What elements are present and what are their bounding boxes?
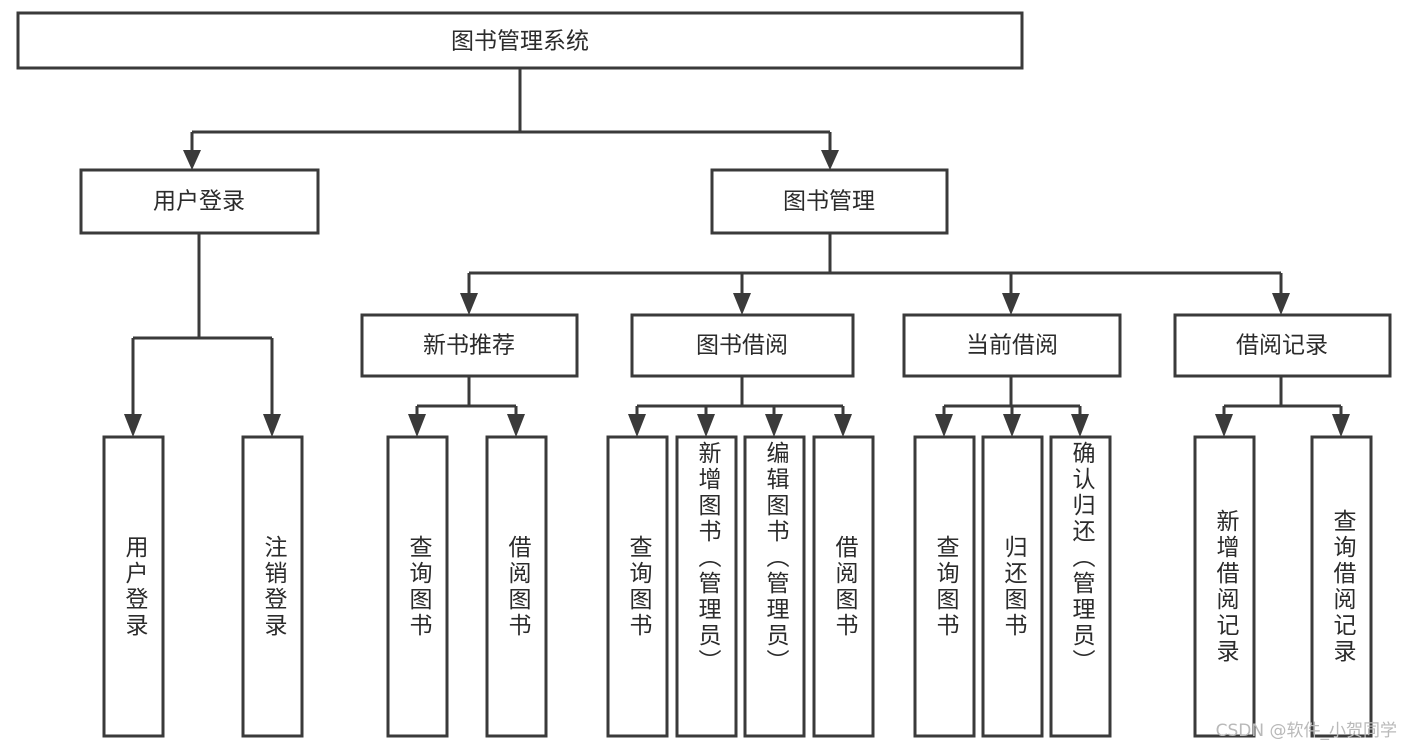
node-current-borrow[interactable]	[902, 313, 1122, 378]
node-leaf-borrow-book-2[interactable]	[812, 435, 875, 738]
arrow-head-leaf-query-record	[1332, 414, 1350, 437]
arrow-head-leaf-return-book	[1003, 414, 1021, 437]
arrow-head-leaf-user-login	[124, 414, 142, 437]
arrow-head-leaf-add-book	[697, 414, 715, 437]
arrow-head-leaf-query-book-2	[628, 414, 646, 437]
arrow-head-user-login	[183, 150, 201, 170]
node-leaf-borrow-book-1[interactable]	[485, 435, 548, 738]
arrow-head-leaf-borrow-book-2	[834, 414, 852, 437]
arrow-head-leaf-query-book-1	[408, 414, 426, 437]
node-user-login-label: 用户登录	[153, 189, 245, 215]
arrow-head-current-borrow	[1002, 293, 1020, 315]
node-book-borrow[interactable]	[630, 313, 855, 378]
node-leaf-user-login[interactable]	[102, 435, 165, 738]
node-leaf-return-book[interactable]	[981, 435, 1044, 738]
node-book-manage[interactable]	[710, 168, 949, 235]
node-new-book-recommend[interactable]	[360, 313, 579, 378]
arrow-head-leaf-edit-book	[765, 414, 783, 437]
node-borrow-record-label: 借阅记录	[1236, 333, 1328, 359]
node-book-borrow-label: 图书借阅	[696, 333, 788, 359]
arrow-head-borrow-record	[1272, 293, 1290, 315]
node-leaf-query-record[interactable]	[1310, 435, 1373, 738]
edge-group	[124, 68, 1350, 437]
node-user-login[interactable]	[79, 168, 320, 235]
watermark-label: CSDN @软件_小贺同学	[1215, 721, 1397, 741]
arrow-head-book-manage	[821, 150, 839, 170]
node-root[interactable]	[16, 11, 1024, 70]
node-leaf-query-book-2[interactable]	[606, 435, 669, 738]
node-borrow-record[interactable]	[1173, 313, 1392, 378]
node-leaf-add-record[interactable]	[1193, 435, 1256, 738]
arrow-head-new-book-recommend	[460, 293, 478, 315]
node-group: 图书管理系统 用户登录 图书管理 新书推荐 图书借阅 当前借阅 借阅记录	[16, 11, 1392, 738]
node-leaf-query-book-3[interactable]	[913, 435, 976, 738]
arrow-head-leaf-query-book-3	[935, 414, 953, 437]
arrow-head-leaf-add-record	[1215, 414, 1233, 437]
arrow-head-leaf-confirm-return	[1071, 414, 1089, 437]
arrow-head-leaf-logout-login	[263, 414, 281, 437]
node-current-borrow-label: 当前借阅	[966, 333, 1058, 359]
node-leaf-query-book-1[interactable]	[386, 435, 449, 738]
arrow-head-leaf-borrow-book-1	[507, 414, 525, 437]
node-leaf-logout-login[interactable]	[241, 435, 304, 738]
node-leaf-confirm-return[interactable]	[1049, 435, 1112, 738]
arrow-head-book-borrow	[733, 293, 751, 315]
node-leaf-add-book[interactable]	[675, 435, 738, 738]
node-leaf-edit-book[interactable]	[743, 435, 806, 738]
node-root-label: 图书管理系统	[451, 29, 589, 55]
node-book-manage-label: 图书管理	[783, 189, 875, 215]
node-new-book-recommend-label: 新书推荐	[423, 333, 515, 359]
